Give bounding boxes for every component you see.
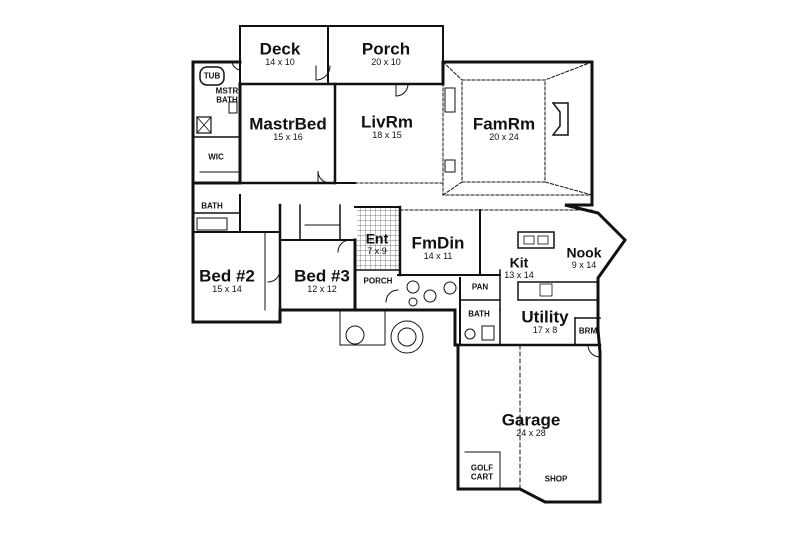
room-fm-din-name: FmDin: [411, 233, 465, 253]
deck-outline: [239, 25, 444, 85]
label-bath-utility: BATH: [468, 309, 490, 319]
room-bed3-name: Bed #3: [294, 266, 350, 286]
room-fm-din-dim: 14 x 11: [423, 251, 453, 261]
label-brm: BRM: [578, 326, 598, 336]
tub: [199, 66, 225, 86]
room-liv-rm-name: LivRm: [361, 112, 413, 132]
room-ent-name: Ent: [365, 230, 389, 247]
room-fam-rm-dim: 20 x 24: [489, 132, 519, 142]
label-golf: GOLF: [470, 463, 494, 473]
label-mstr: MSTR: [215, 86, 239, 96]
label-shop: SHOP: [544, 474, 568, 484]
front-wall: [353, 308, 457, 347]
kitchen-island: [517, 231, 555, 249]
room-nook-dim: 9 x 14: [571, 260, 597, 270]
label-cart: CART: [470, 472, 494, 482]
room-kit-dim: 13 x 14: [504, 270, 534, 280]
room-bed2-name: Bed #2: [199, 266, 255, 286]
entry-tile: [357, 207, 399, 269]
room-deck-dim: 14 x 10: [265, 57, 295, 67]
label-wic: WIC: [208, 152, 224, 162]
label-porch-front: PORCH: [363, 276, 393, 286]
fireplace: [551, 101, 569, 137]
room-liv-rm-dim: 18 x 15: [372, 130, 402, 140]
room-deck-name: Deck: [259, 39, 301, 59]
bed-wing-wall: [191, 193, 357, 324]
label-bath-hall: BATH: [201, 201, 223, 211]
room-mastr-bed-dim: 15 x 16: [273, 132, 303, 142]
label-tub: TUB: [203, 71, 221, 81]
room-ent-dim: 7 x 9: [367, 246, 387, 256]
room-garage-name: Garage: [501, 410, 561, 430]
label-mstr-bath: BATH: [216, 95, 238, 105]
label-pan: PAN: [471, 282, 489, 292]
room-bed3-dim: 12 x 12: [307, 284, 337, 294]
room-nook-name: Nook: [566, 244, 602, 261]
room-mastr-bed-name: MastrBed: [249, 114, 327, 134]
room-porch-dim: 20 x 10: [371, 57, 401, 67]
room-garage-dim: 24 x 28: [516, 428, 546, 438]
room-utility-name: Utility: [521, 307, 569, 327]
room-kit-name: Kit: [509, 254, 529, 271]
room-fam-rm-name: FamRm: [472, 114, 536, 134]
room-bed2-dim: 15 x 14: [212, 284, 242, 294]
room-porch-name: Porch: [361, 39, 411, 59]
room-utility-dim: 17 x 8: [532, 325, 558, 335]
